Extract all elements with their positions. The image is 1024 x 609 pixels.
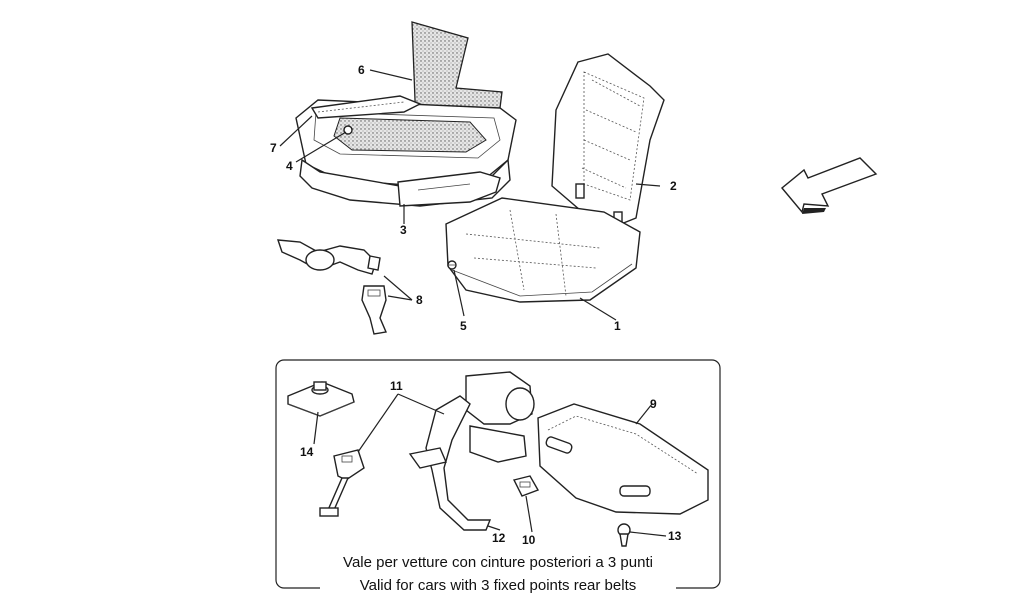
clip-part-10 — [512, 475, 540, 497]
inset-caption-gap — [320, 574, 676, 594]
bolt-part-5 — [447, 260, 457, 270]
callout-8: 8 — [416, 293, 423, 307]
buckle-slot — [367, 289, 381, 297]
seat-belt-assembly — [276, 239, 387, 335]
cushion-stitching — [465, 209, 601, 297]
strap-bar — [310, 95, 422, 119]
leader-lines — [279, 69, 667, 537]
mount-pad-part-14 — [287, 381, 355, 417]
callout-6: 6 — [358, 63, 365, 77]
callout-9: 9 — [650, 397, 657, 411]
foam-pad — [333, 117, 487, 153]
callout-1: 1 — [614, 319, 621, 333]
inset-caption-english: Valid for cars with 3 fixed points rear … — [360, 577, 637, 594]
cushion-frame-inner — [313, 111, 501, 159]
trim-panel-part-9 — [537, 403, 709, 515]
belt-retractor-part-12 — [408, 371, 535, 531]
belt-buckle-part-11 — [319, 449, 365, 517]
backrest-post-left — [575, 183, 585, 199]
screw-part-13 — [617, 523, 631, 547]
belt-buckle — [361, 285, 387, 335]
callout-12: 12 — [492, 531, 506, 545]
cushion-front-edge — [451, 263, 633, 297]
seat-backrest — [551, 53, 665, 227]
callout-3: 3 — [400, 223, 407, 237]
backrest-shell — [551, 53, 665, 227]
callout-7: 7 — [270, 141, 277, 155]
callout-11: 11 — [390, 379, 403, 393]
inset-caption-italian: Vale per vetture con cinture posteriori … — [343, 554, 653, 571]
callout-5: 5 — [460, 319, 467, 333]
backrest-outline-stitch — [583, 71, 645, 201]
callout-10: 10 — [522, 533, 536, 547]
strap-bar-stitch — [317, 101, 405, 113]
callout-14: 14 — [300, 445, 314, 459]
cushion-top — [445, 197, 641, 303]
belt-anchor — [367, 255, 381, 271]
direction-arrow-icon — [781, 157, 878, 214]
side-bolster — [397, 171, 501, 207]
callout-13: 13 — [668, 529, 682, 543]
belt-retractor — [305, 249, 335, 271]
callout-2: 2 — [670, 179, 677, 193]
side-bolster-slot — [417, 183, 471, 191]
callout-4: 4 — [286, 159, 293, 173]
seat-cushion — [445, 197, 641, 303]
seat-cushion-frame-assembly — [295, 21, 517, 207]
